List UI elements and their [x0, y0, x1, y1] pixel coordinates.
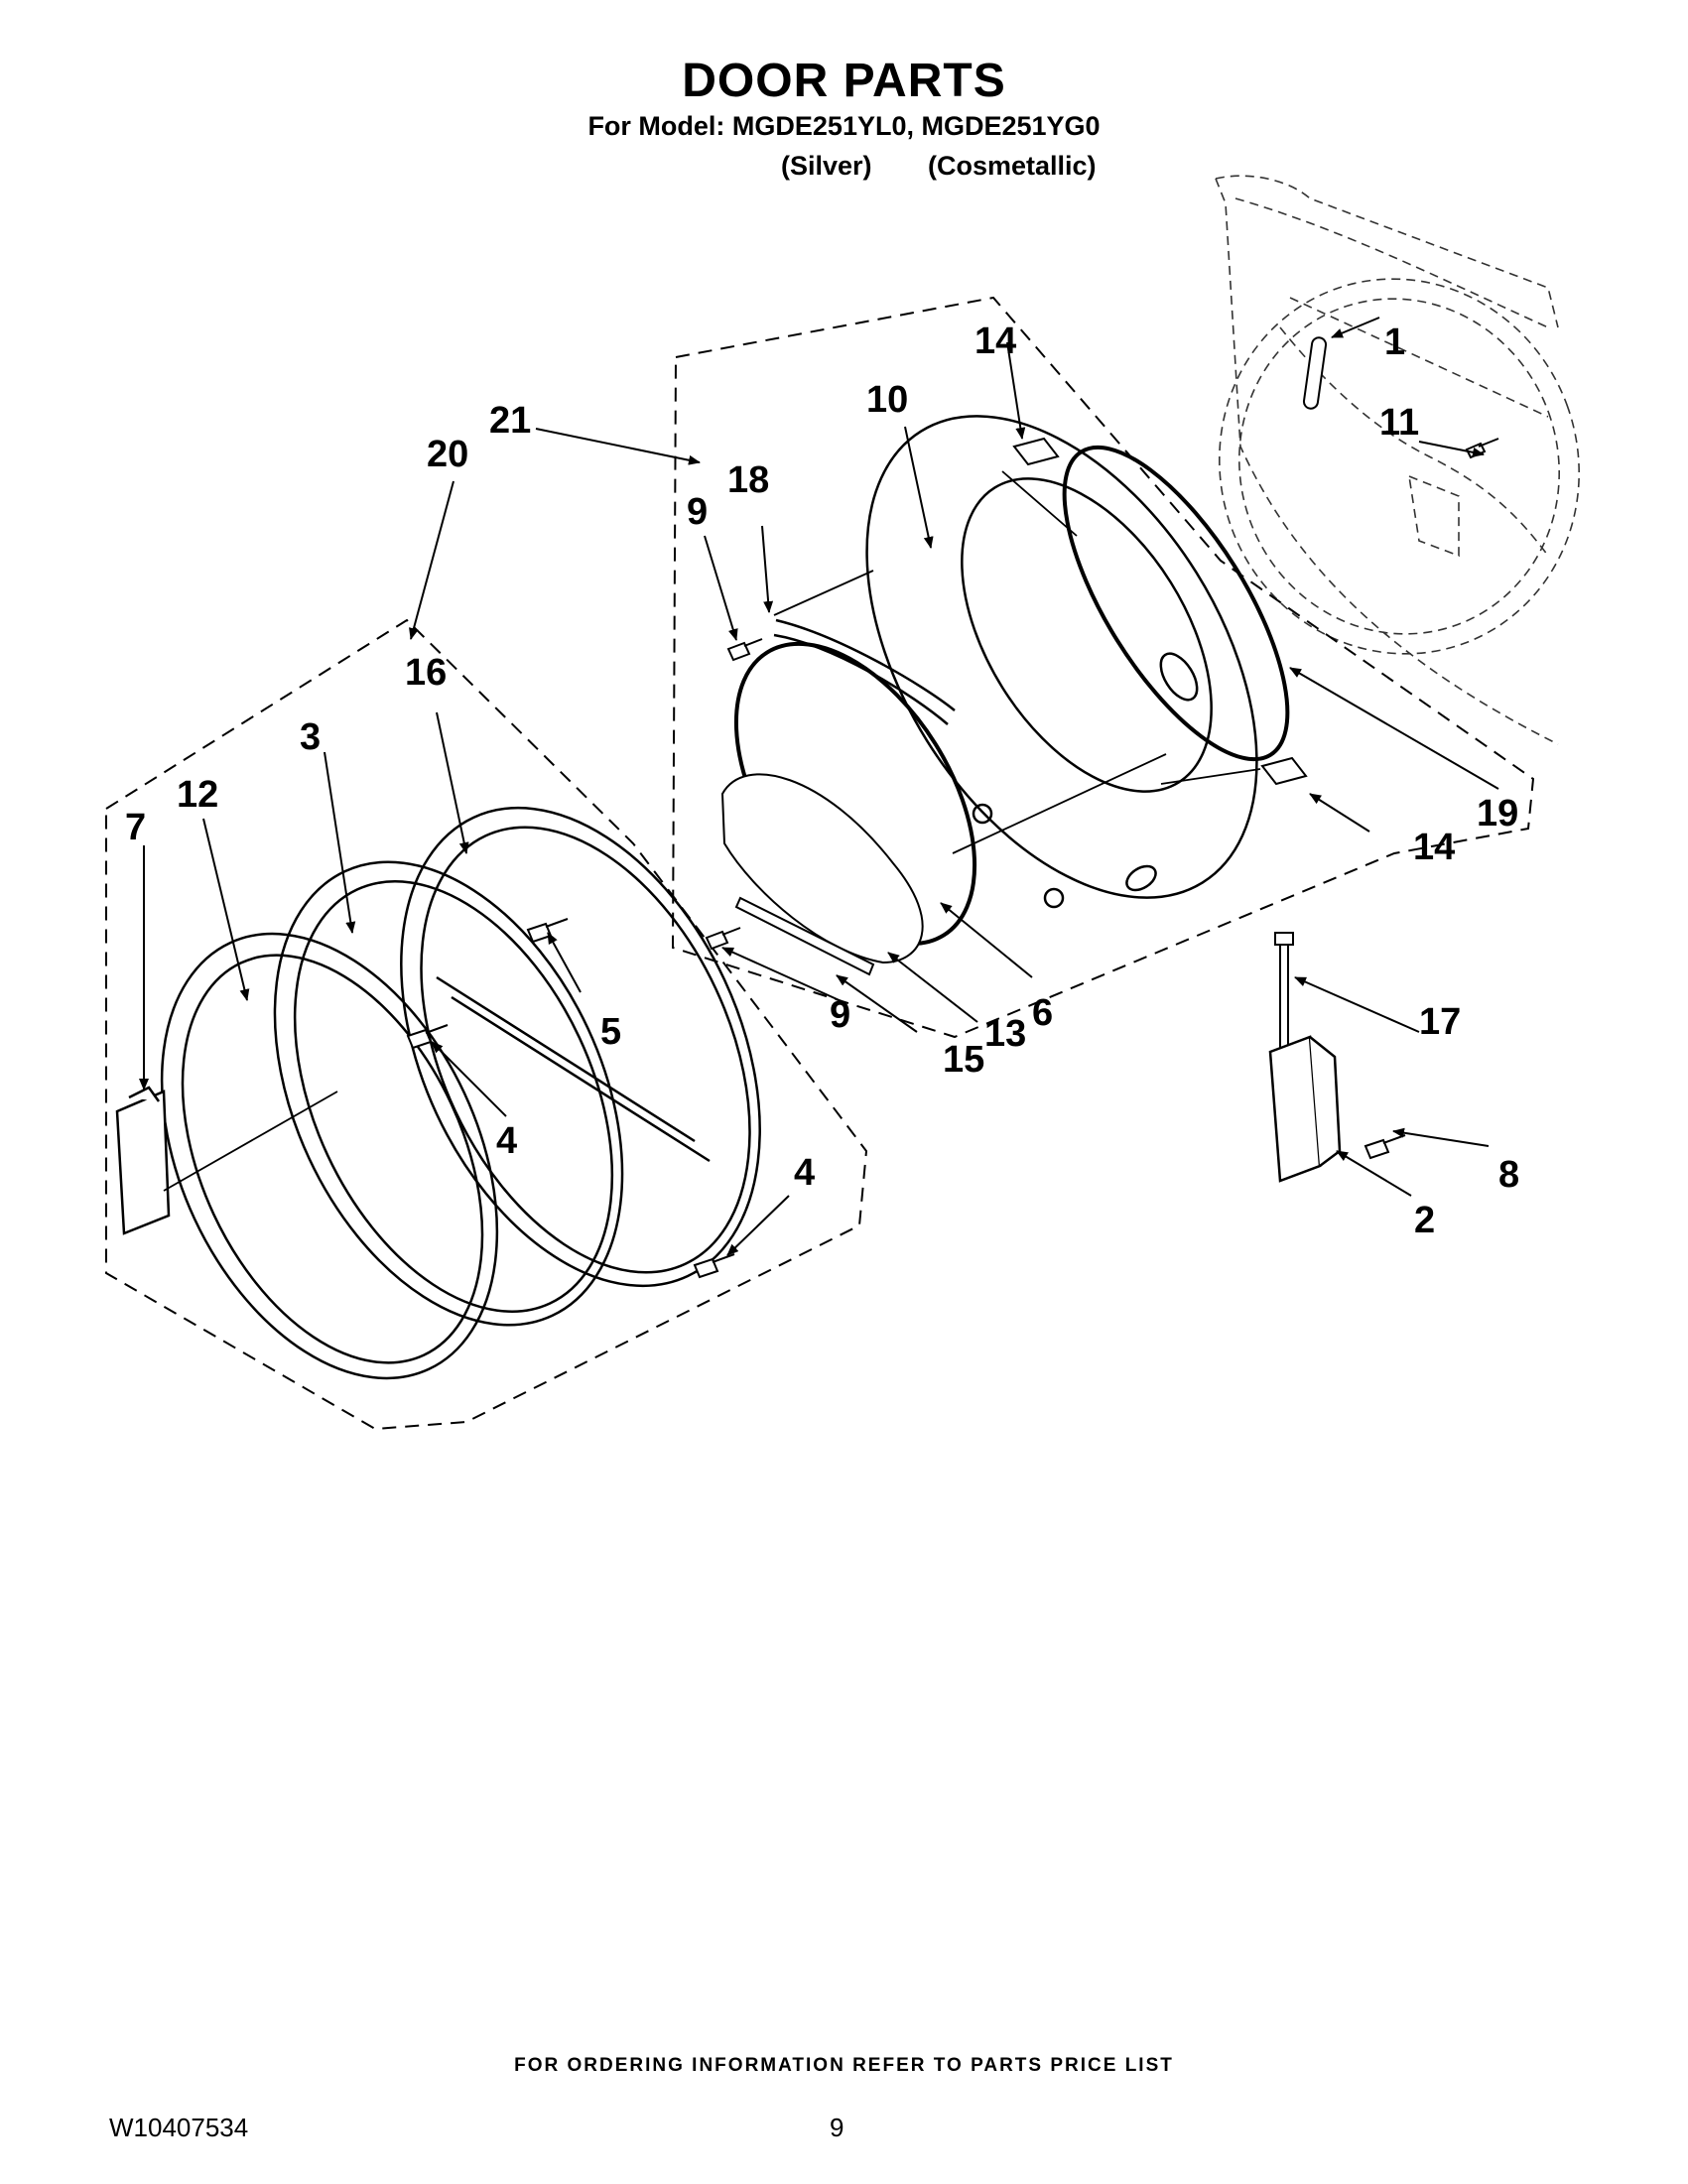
callout-9-top: 9 [687, 491, 708, 533]
callout-9-bottom: 9 [830, 994, 850, 1036]
dryer-cabinet-outline [1215, 175, 1580, 745]
door-glass-13 [720, 773, 924, 964]
outer-trim-ring-3 [273, 860, 624, 1327]
callout-19: 19 [1477, 793, 1518, 835]
document-number: W10407534 [109, 2113, 249, 2142]
callout-18: 18 [727, 459, 769, 501]
callout-20: 20 [427, 434, 468, 475]
hinge-strap-18 [773, 618, 956, 725]
callout-3: 3 [300, 716, 321, 758]
model-line: For Model: MGDE251YL0, MGDE251YG0 [587, 111, 1101, 141]
inner-screws-9 [705, 638, 763, 951]
variant-cosmetallic: (Cosmetallic) [928, 151, 1097, 181]
callout-1: 1 [1384, 321, 1405, 363]
hinge-pin-17 [1274, 932, 1294, 1059]
callout-14-top: 14 [974, 321, 1016, 362]
callout-6: 6 [1032, 992, 1053, 1034]
callout-5: 5 [600, 1011, 621, 1053]
handle-alignment-line [163, 1091, 338, 1192]
door-gasket-19 [1062, 445, 1290, 762]
callout-14-right: 14 [1413, 827, 1455, 868]
callout-8: 8 [1498, 1154, 1519, 1196]
callout-13: 13 [984, 1013, 1026, 1055]
callout-2: 2 [1414, 1200, 1435, 1241]
page-title: DOOR PARTS [682, 55, 1006, 107]
callout-16: 16 [405, 652, 447, 694]
callout-11: 11 [1379, 402, 1419, 444]
callout-17: 17 [1419, 1001, 1461, 1043]
callout-12: 12 [177, 774, 218, 816]
hinge-screw-8 [1363, 1134, 1406, 1160]
callout-4-right: 4 [794, 1152, 815, 1194]
inner-door-panel-16 [400, 806, 761, 1288]
outer-screws [406, 918, 735, 1279]
assembly-lines [773, 470, 1261, 854]
callout-10: 10 [866, 379, 908, 421]
hinge-2 [1268, 1035, 1342, 1183]
page-number: 9 [830, 2113, 844, 2142]
cabinet-hinge-slot [1302, 336, 1328, 410]
leader-arrows [139, 317, 1499, 1256]
ordering-note: FOR ORDERING INFORMATION REFER TO PARTS … [514, 2055, 1174, 2076]
callout-7: 7 [125, 807, 146, 848]
glass-retainer-15 [734, 896, 875, 976]
callout-21: 21 [489, 400, 531, 442]
inner-door-group-outline [671, 296, 1535, 1039]
callout-4-left: 4 [496, 1120, 517, 1162]
callout-labels: 1 11 14 10 21 20 18 9 19 14 6 13 15 9 16… [125, 321, 1519, 1241]
door-handle-7 [115, 1086, 171, 1235]
callout-15: 15 [943, 1039, 984, 1081]
outer-door-group-outline [105, 618, 868, 1431]
strike-14-top [1012, 437, 1060, 466]
door-frame-10 [865, 415, 1258, 909]
variant-silver: (Silver) [781, 151, 872, 181]
strike-14-right [1260, 756, 1308, 786]
